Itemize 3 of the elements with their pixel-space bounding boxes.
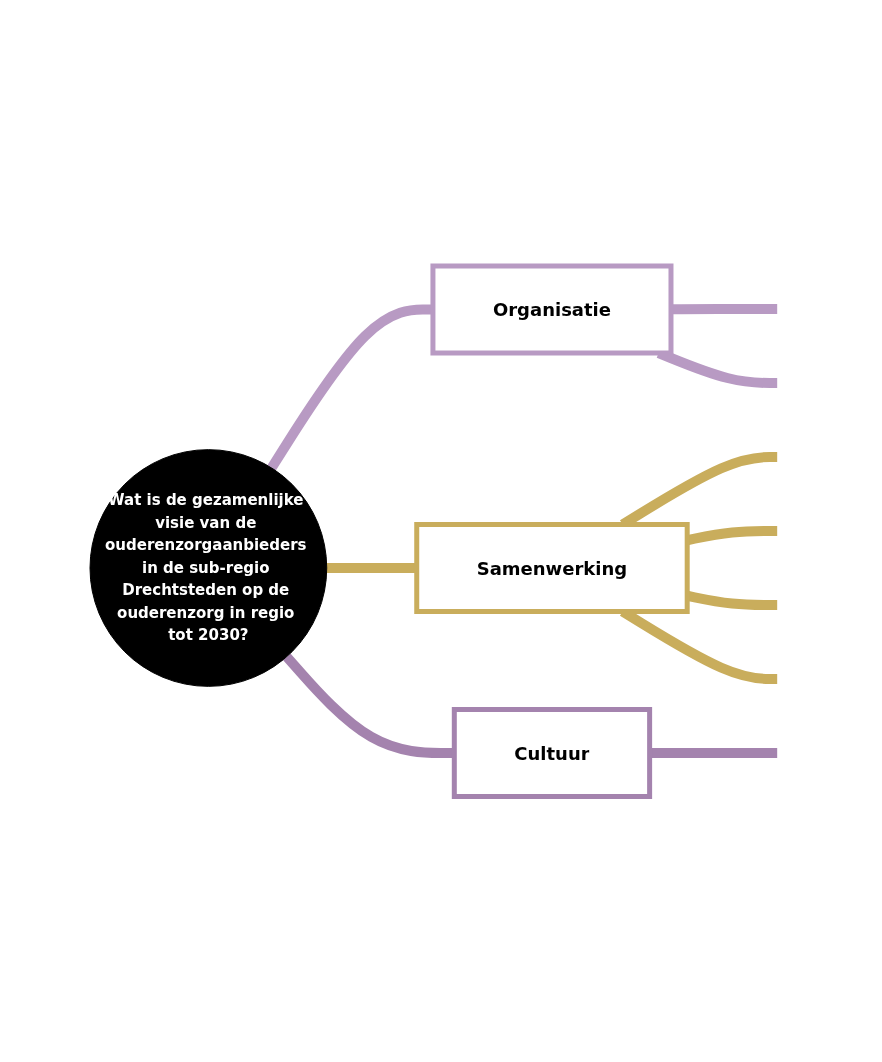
node-box: Organisatie	[430, 263, 674, 356]
node-box: Cultuur	[452, 706, 653, 799]
node-box: Samenwerking	[414, 521, 691, 614]
